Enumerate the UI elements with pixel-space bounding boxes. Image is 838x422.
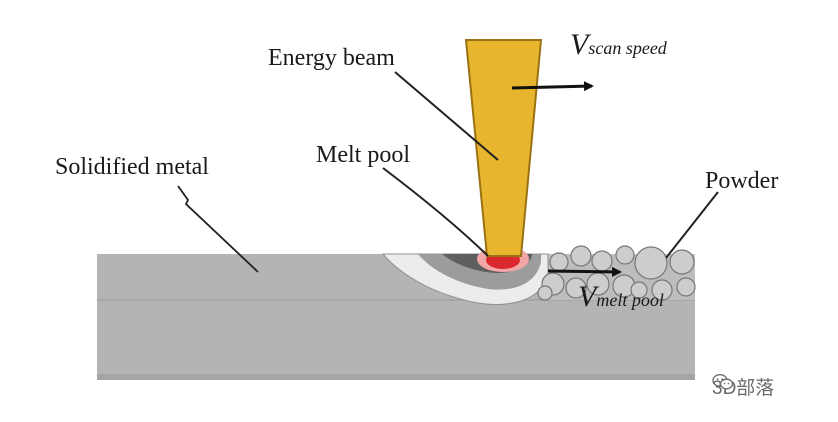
- powder-particle: [537, 285, 553, 301]
- melt-pool-leader: [382, 167, 489, 257]
- powder-particle: [549, 252, 569, 272]
- solidified-metal-leader: [177, 185, 259, 273]
- melt-pool-velocity-symbol: V: [578, 280, 597, 313]
- scan-speed-label: Vscan speed: [570, 28, 667, 62]
- scan-speed-symbol: V: [570, 28, 589, 61]
- energy-beam-leader: [394, 71, 499, 161]
- melt-pool-velocity-arrow: [547, 266, 622, 277]
- powder-particle: [676, 277, 696, 297]
- powder-particle: [634, 246, 668, 280]
- wechat-icon: [712, 374, 734, 390]
- powder-particle: [565, 277, 587, 299]
- watermark: 3D部落: [712, 373, 774, 400]
- scan-speed-subscript: scan speed: [588, 38, 667, 58]
- melt-pool-velocity-subscript: melt pool: [596, 290, 664, 310]
- powder-particle: [669, 249, 695, 275]
- melt-pool-label: Melt pool: [316, 142, 410, 168]
- solidified-metal-label: Solidified metal: [55, 154, 209, 180]
- melt-pool-velocity-label: Vmelt pool: [578, 280, 664, 314]
- powder-particle: [570, 245, 592, 267]
- powder-particle: [615, 245, 635, 265]
- energy-beam-cone: [464, 39, 543, 257]
- powder-particles: [537, 245, 696, 301]
- powder-particle: [651, 279, 673, 301]
- powder-particle: [630, 281, 648, 299]
- powder-particle: [591, 250, 613, 272]
- powder-label: Powder: [705, 168, 779, 194]
- powder-leader: [665, 191, 719, 259]
- substrate-bottom-edge: [97, 374, 695, 380]
- scan-speed-arrow: [511, 81, 594, 92]
- energy-beam-label: Energy beam: [268, 45, 395, 71]
